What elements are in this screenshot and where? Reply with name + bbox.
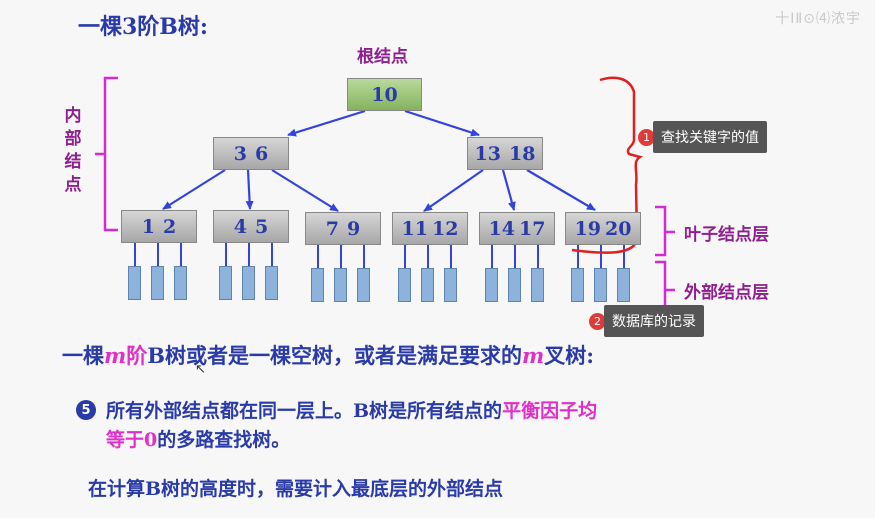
external-node: [508, 268, 521, 302]
external-node: [219, 266, 232, 300]
red-annotation-curve: [571, 76, 644, 254]
root-node-label: 根结点: [357, 47, 408, 67]
annotation-1[interactable]: 1 查找关键字的值: [638, 121, 767, 153]
key: 1: [141, 215, 155, 238]
height-note: 在计算B树的高度时，需要计入最底层的外部结点: [88, 478, 504, 500]
key: 2: [163, 215, 177, 238]
key: 17: [519, 217, 546, 240]
def-m: m: [104, 343, 127, 368]
label-char: 内: [64, 106, 82, 126]
annotation-number: 1: [638, 128, 655, 146]
key: 6: [255, 142, 269, 165]
key: 10: [371, 83, 398, 106]
external-node: [174, 266, 187, 300]
external-node: [151, 266, 164, 300]
annotation-number: 2: [589, 312, 606, 330]
internal-nodes-label: 内 部 结 点: [62, 105, 84, 197]
property-item-5: 5 所有外部结点都在同一层上。B树是所有结点的平衡因子均 等于0的多路查找树。: [76, 397, 766, 455]
slide-title: 一棵3阶B树:: [78, 14, 209, 40]
annotation-2[interactable]: 2 数据库的记录: [589, 305, 704, 337]
edge-13-18-to-19-20: [526, 169, 596, 211]
item-text-part: 的多路查找树。: [157, 429, 291, 451]
leaf-node-14-17: 14 17: [479, 212, 555, 245]
edge-13-18-to-14-17: [501, 169, 516, 211]
item-text: 所有外部结点都在同一层上。B树是所有结点的平衡因子均 等于0的多路查找树。: [106, 397, 766, 455]
tree-edges: [162, 109, 596, 212]
item-highlight: 平衡因子均: [502, 400, 598, 422]
watermark: 十ⅠⅡ⊙⑷浓宇: [775, 11, 861, 27]
edge-3-6-to-7-9: [271, 169, 339, 212]
key: 9: [347, 217, 361, 240]
key: 12: [432, 217, 459, 240]
external-node: [242, 266, 255, 300]
key: 4: [233, 215, 247, 238]
key: 3: [233, 142, 247, 165]
key: 18: [509, 142, 536, 165]
external-node: [421, 268, 434, 302]
edge-13-18-to-11-12: [423, 169, 484, 212]
item-text-part: 所有外部结点都在同一层上。B树是所有结点的: [106, 400, 503, 422]
internal-node-3-6: 3 6: [213, 137, 289, 170]
leaf-node-4-5: 4 5: [213, 210, 289, 243]
cursor-icon: ↖: [195, 362, 206, 377]
key: 7: [325, 217, 339, 240]
label-char: 点: [64, 175, 82, 195]
external-node: [571, 268, 584, 302]
def-m: m: [521, 343, 545, 368]
external-node: [617, 268, 630, 302]
internal-bracket: [95, 76, 118, 232]
def-text: 叉树:: [544, 343, 594, 368]
internal-node-13-18: 13 18: [467, 137, 543, 170]
leaf-bracket: [655, 205, 675, 257]
key: 5: [255, 215, 269, 238]
leaf-node-19-20: 19 20: [565, 212, 641, 245]
key: 13: [474, 142, 501, 165]
external-node-stubs: [134, 243, 625, 268]
edge-3-6-to-1-2: [162, 169, 226, 210]
def-text: B树或者是一棵空树，或者是满足要求的: [147, 343, 522, 368]
def-jie: 阶: [126, 343, 148, 368]
external-layer-label: 外部结点层: [684, 283, 769, 303]
item-highlight: 等于0: [106, 429, 158, 451]
def-text: 一棵: [62, 343, 104, 368]
edge-root-left: [287, 109, 366, 137]
external-node: [398, 268, 411, 302]
leaf-layer-label: 叶子结点层: [684, 225, 769, 245]
annotation-tooltip: 查找关键字的值: [653, 121, 767, 153]
external-node: [128, 266, 141, 300]
key: 14: [488, 217, 515, 240]
key: 19: [574, 217, 601, 240]
external-node: [357, 268, 370, 302]
leaf-node-7-9: 7 9: [305, 212, 381, 245]
leaf-node-11-12: 11 12: [392, 212, 468, 245]
external-node: [265, 266, 278, 300]
root-node: 10: [347, 78, 422, 111]
external-node: [444, 268, 457, 302]
external-node: [334, 268, 347, 302]
annotation-tooltip: 数据库的记录: [604, 305, 704, 337]
definition-line: 一棵m阶B树或者是一棵空树，或者是满足要求的m叉树:: [62, 340, 594, 370]
external-node: [311, 268, 324, 302]
key: 20: [605, 217, 632, 240]
leaf-node-1-2: 1 2: [121, 210, 197, 243]
external-node: [485, 268, 498, 302]
label-char: 部: [64, 129, 82, 149]
label-char: 结: [64, 152, 82, 172]
external-node: [594, 268, 607, 302]
key: 11: [401, 217, 428, 240]
edge-root-right: [404, 109, 480, 137]
external-node: [531, 268, 544, 302]
edge-3-6-to-4-5: [245, 169, 254, 210]
item-number-badge: 5: [76, 400, 96, 420]
